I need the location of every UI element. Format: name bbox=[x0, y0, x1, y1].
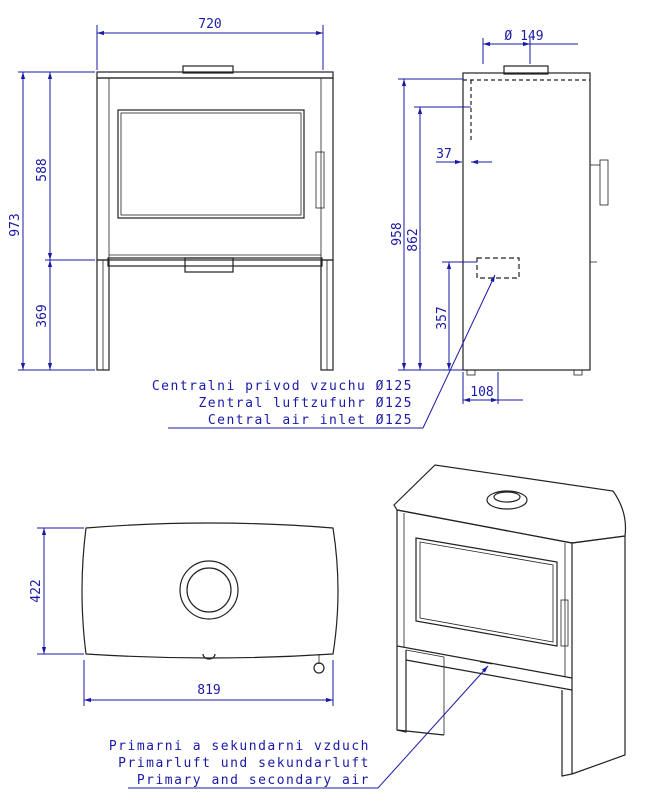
top-dimensions: 422 819 bbox=[29, 527, 334, 706]
top-view bbox=[81, 522, 339, 674]
front-height-label: 973 bbox=[8, 213, 23, 236]
side-inlet-height-label: 357 bbox=[435, 306, 450, 329]
side-dimensions: Ø 149 958 862 37 357 108 bbox=[390, 29, 578, 404]
primary-air-line-1: Primarni a sekundarni vzduch bbox=[109, 739, 370, 754]
front-lower-label: 369 bbox=[35, 304, 50, 327]
central-air-inlet-note: Centralni privod vzuchu Ø125 Zentral luf… bbox=[152, 274, 496, 429]
primary-air-line-3: Primary and secondary air bbox=[137, 773, 370, 788]
side-inlet-label: 862 bbox=[406, 228, 421, 251]
side-height-label: 958 bbox=[390, 222, 405, 245]
isometric-view bbox=[393, 464, 627, 777]
central-inlet-line-1: Centralni privod vzuchu Ø125 bbox=[152, 379, 413, 394]
primary-air-line-2: Primarluft und sekundarluft bbox=[118, 756, 370, 771]
top-width-label: 819 bbox=[197, 683, 220, 698]
side-view bbox=[462, 65, 609, 376]
front-dimensions: 720 973 588 369 bbox=[8, 17, 324, 371]
front-view bbox=[96, 65, 334, 371]
top-depth-label: 422 bbox=[29, 579, 44, 602]
front-upper-label: 588 bbox=[35, 158, 50, 181]
primary-air-note: Primarni a sekundarni vzduch Primarluft … bbox=[109, 665, 489, 789]
central-inlet-line-3: Central air inlet Ø125 bbox=[208, 413, 413, 428]
front-width-label: 720 bbox=[198, 17, 221, 32]
side-pipe-label: Ø 149 bbox=[504, 29, 543, 44]
central-inlet-line-2: Zentral luftzufuhr Ø125 bbox=[198, 396, 413, 411]
side-depth-label: 108 bbox=[470, 385, 493, 400]
side-offset-label: 37 bbox=[436, 147, 452, 162]
